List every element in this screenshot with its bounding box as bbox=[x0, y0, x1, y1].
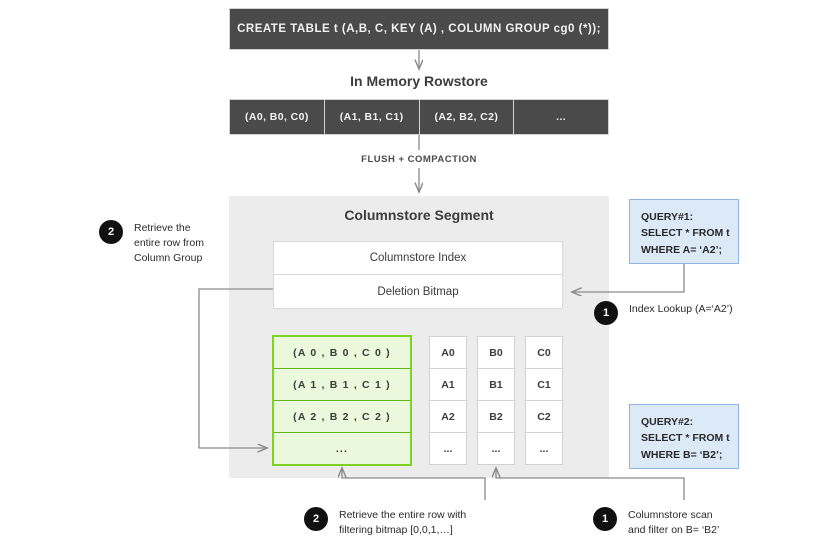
step-badge-1: 1 bbox=[593, 507, 617, 531]
query2-line1: QUERY#2: bbox=[641, 416, 694, 428]
annotation-line: filtering bitmap [0,0,1,…] bbox=[339, 523, 453, 536]
rowstore-cell: (A0, B0, C0) bbox=[230, 100, 325, 134]
column-cell: B1 bbox=[478, 369, 514, 401]
rowstore-title: In Memory Rowstore bbox=[350, 73, 488, 89]
rowstore-cell: ... bbox=[514, 100, 608, 134]
annotation-line: Columnstore scan bbox=[628, 509, 713, 521]
column-group-row: ... bbox=[335, 442, 349, 455]
rowstore-cell: (A2, B2, C2) bbox=[419, 100, 515, 134]
column-group-box: (A 0 , B 0 , C 0 ) (A 1 , B 1 , C 1 ) (A… bbox=[272, 335, 412, 466]
annotation-line: Retrieve the bbox=[134, 222, 191, 234]
annotation-text: Index Lookup (A=‘A2’) bbox=[629, 301, 733, 317]
annotation-text: Columnstore scan and filter on B= ‘B2’ bbox=[628, 507, 719, 538]
query2-line3: WHERE B= ‘B2’; bbox=[641, 448, 723, 461]
query1-line2: SELECT * FROM t bbox=[641, 227, 730, 240]
column-cell: ... bbox=[491, 442, 501, 455]
annotation-retrieve-filtering-bitmap: 2 Retrieve the entire row with filtering… bbox=[304, 507, 466, 538]
column-group-row: (A 2 , B 2 , C 2 ) bbox=[274, 401, 410, 433]
query2-line2: SELECT * FROM t bbox=[641, 432, 730, 445]
step-badge-2: 2 bbox=[99, 220, 123, 244]
query1-box: QUERY#1: SELECT * FROM t WHERE A= ‘A2’; bbox=[629, 199, 739, 264]
query1-line3: WHERE A= ‘A2’; bbox=[641, 243, 722, 256]
annotation-text: Retrieve the entire row from Column Grou… bbox=[134, 220, 204, 266]
annotation-line: Column Group bbox=[134, 251, 203, 264]
annotation-columnstore-scan: 1 Columnstore scan and filter on B= ‘B2’ bbox=[593, 507, 719, 538]
create-table-statement-text: CREATE TABLE t (A,B, C, KEY (A) , COLUMN… bbox=[237, 23, 601, 35]
query2-box: QUERY#2: SELECT * FROM t WHERE B= ‘B2’; bbox=[629, 404, 739, 469]
columnstore-index-box: Columnstore Index bbox=[273, 241, 563, 275]
annotation-line: and filter on B= ‘B2’ bbox=[628, 523, 720, 536]
column-cell: B2 bbox=[478, 401, 514, 433]
annotation-line: Index Lookup (A=‘A2’) bbox=[629, 303, 733, 315]
annotation-line: Retrieve the entire row with bbox=[339, 509, 467, 521]
step-badge-1: 1 bbox=[594, 301, 618, 325]
flush-compaction-label: FLUSH + COMPACTION bbox=[361, 154, 477, 165]
query1-line1: QUERY#1: bbox=[641, 211, 694, 223]
column-cell: C2 bbox=[526, 401, 562, 433]
column-cell: A1 bbox=[430, 369, 466, 401]
annotation-index-lookup: 1 Index Lookup (A=‘A2’) bbox=[594, 301, 733, 325]
column-group-row: (A 1 , B 1 , C 1 ) bbox=[274, 369, 410, 401]
rowstore-bar: (A0, B0, C0) (A1, B1, C1) (A2, B2, C2) .… bbox=[229, 99, 609, 135]
rowstore-cell: (A1, B1, C1) bbox=[324, 100, 420, 134]
column-box-b: B0 B1 B2 ... bbox=[477, 336, 515, 465]
deletion-bitmap-box: Deletion Bitmap bbox=[273, 275, 563, 309]
step-badge-2: 2 bbox=[304, 507, 328, 531]
column-cell: C0 bbox=[526, 337, 562, 369]
column-cell: A0 bbox=[430, 337, 466, 369]
column-box-a: A0 A1 A2 ... bbox=[429, 336, 467, 465]
column-group-row: (A 0 , B 0 , C 0 ) bbox=[274, 337, 410, 369]
annotation-text: Retrieve the entire row with filtering b… bbox=[339, 507, 466, 538]
columnstore-segment-title: Columnstore Segment bbox=[344, 207, 494, 223]
annotation-line: entire row from bbox=[134, 236, 205, 249]
column-cell: B0 bbox=[478, 337, 514, 369]
column-cell: ... bbox=[539, 442, 549, 455]
annotation-retrieve-column-group: 2 Retrieve the entire row from Column Gr… bbox=[99, 220, 204, 266]
column-cell: ... bbox=[443, 442, 453, 455]
column-cell: A2 bbox=[430, 401, 466, 433]
column-box-c: C0 C1 C2 ... bbox=[525, 336, 563, 465]
column-cell: C1 bbox=[526, 369, 562, 401]
create-table-statement-bar: CREATE TABLE t (A,B, C, KEY (A) , COLUMN… bbox=[229, 8, 609, 50]
